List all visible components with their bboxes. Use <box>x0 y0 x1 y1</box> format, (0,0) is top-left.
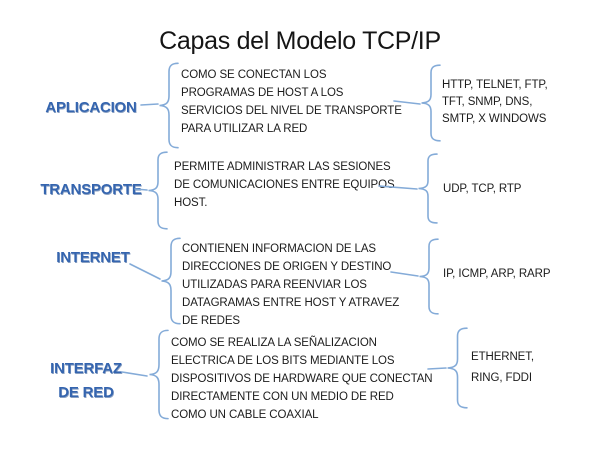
layer-label-internet: INTERNET <box>56 249 130 266</box>
right-brace <box>417 153 438 224</box>
protocols-text: ETHERNET, RING, FDDI <box>471 351 534 384</box>
left-brace <box>147 151 168 230</box>
right-brace <box>418 238 439 315</box>
layer-label-aplicacion: APLICACION <box>45 99 137 116</box>
description-text: COMO SE CONECTAN LOS PROGRAMAS DE HOST A… <box>181 69 402 135</box>
description-text: PERMITE ADMINISTRAR LAS SESIONES DE COMU… <box>174 161 395 209</box>
page-title: Capas del Modelo TCP/IP <box>159 27 441 55</box>
description-text: CONTIENEN INFORMACION DE LAS DIRECCIONES… <box>182 243 400 327</box>
layer-label-interfaz-de-red: INTERFAZ DE RED <box>50 360 122 401</box>
description-text: COMO SE REALIZA LA SEÑALIZACION ELECTRIC… <box>171 337 433 421</box>
layer-label-transporte: TRANSPORTE <box>40 181 142 198</box>
left-brace <box>160 237 181 325</box>
protocols-text: HTTP, TELNET, FTP, TFT, SNMP, DNS, SMTP,… <box>442 79 548 125</box>
right-brace <box>446 327 468 409</box>
protocols-text: UDP, TCP, RTP <box>443 183 522 195</box>
protocols-text: IP, ICMP, ARP, RARP <box>443 268 551 280</box>
right-brace <box>420 64 441 142</box>
left-brace <box>158 62 179 149</box>
left-brace <box>148 329 169 420</box>
